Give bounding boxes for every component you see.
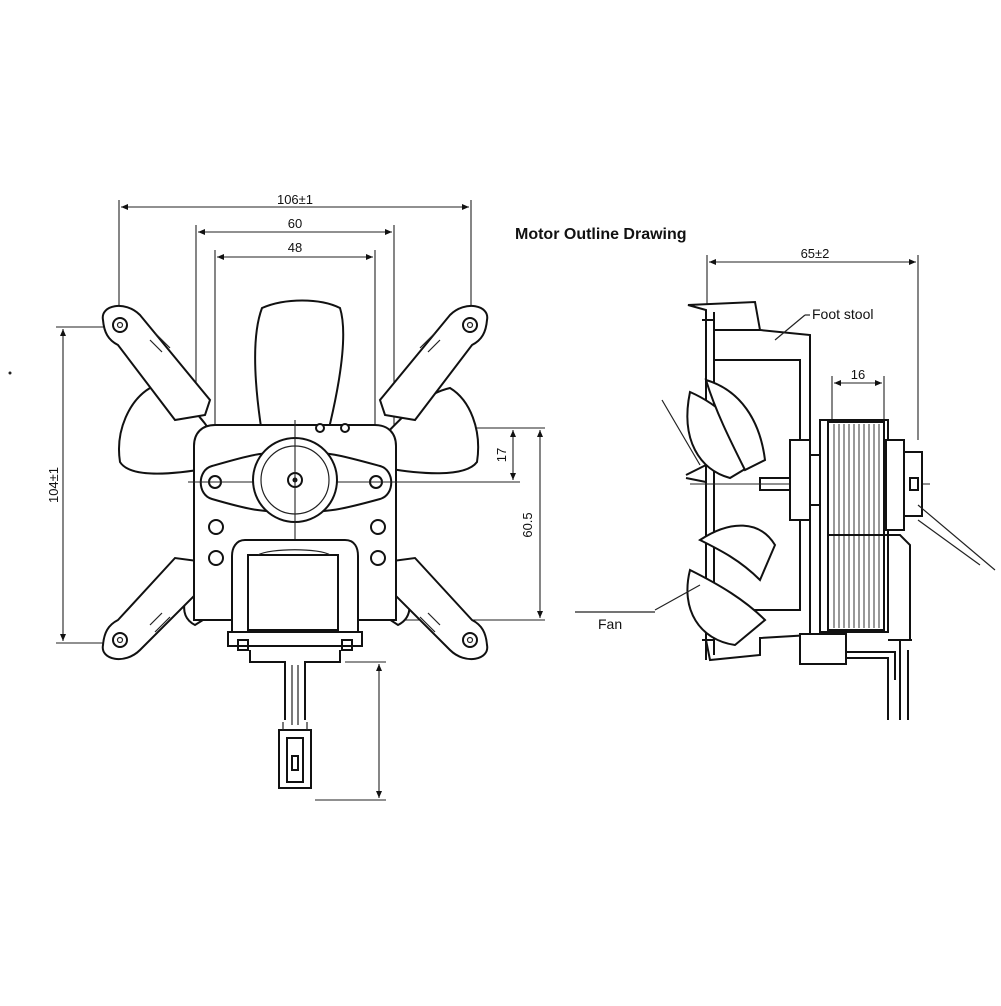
dimension-lead-length — [315, 661, 386, 801]
dimension-overall-depth-label: 65±2 — [801, 246, 830, 261]
lead-wires — [249, 650, 341, 725]
coil-laminations — [833, 424, 880, 628]
front-view: 106±1 60 48 104±1 17 — [46, 192, 545, 801]
dimension-overall-height: 104±1 — [46, 326, 112, 644]
side-view: 65±2 16 — [575, 246, 996, 720]
dimension-overall-depth: 65±2 — [706, 246, 919, 440]
dimension-overall-width-label: 106±1 — [277, 192, 313, 207]
dimension-inner-width-label: 48 — [288, 240, 302, 255]
coil-housing — [227, 539, 363, 651]
bracket-upper-right — [378, 305, 489, 422]
bracket-upper-left — [101, 305, 212, 422]
connector-plug — [278, 722, 312, 789]
coil-stack — [819, 419, 923, 633]
dimension-inner-width: 48 — [214, 240, 376, 430]
dimension-top-offset-label: 17 — [494, 448, 509, 462]
dimension-mid-width-label: 60 — [288, 216, 302, 231]
fan-label: Fan — [598, 616, 622, 632]
dimension-overall-height-label: 104±1 — [46, 467, 61, 503]
stray-dot — [8, 371, 12, 375]
side-fan — [685, 378, 777, 647]
leader-lines — [575, 314, 996, 613]
dimension-overall-width: 106±1 — [118, 192, 472, 318]
dimension-coil-width-label: 16 — [851, 367, 865, 382]
dimension-coil-width: 16 — [831, 367, 885, 420]
foot-stool-label: Foot stool — [812, 306, 873, 322]
rotor — [252, 420, 350, 545]
terminal-block — [799, 534, 912, 720]
drawing-title: Motor Outline Drawing — [515, 226, 687, 243]
dimension-mount-offset-label: 60.5 — [520, 512, 535, 537]
